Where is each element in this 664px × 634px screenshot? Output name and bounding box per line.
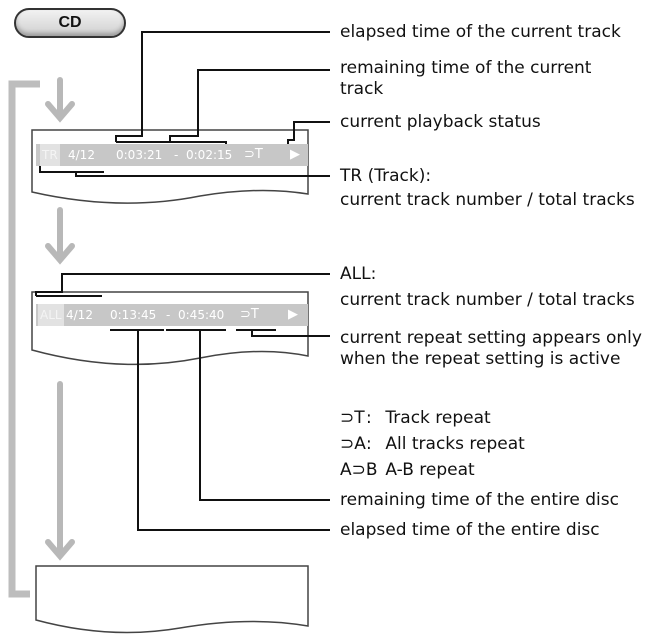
- down-arrow-1: [45, 77, 75, 123]
- mode-tag-tr: TR: [40, 144, 60, 166]
- down-arrow-3: [45, 381, 75, 561]
- down-arrow-2: [45, 207, 75, 265]
- remaining-time-1: 0:02:15: [186, 148, 233, 162]
- leader-playback-status: [287, 121, 330, 146]
- separator-1: -: [174, 148, 179, 162]
- legend-ab-repeat: A⊃B: A-B repeat: [340, 460, 475, 480]
- leader-all: [35, 273, 330, 296]
- leader-remaining-track: [169, 69, 330, 142]
- label-playback-status: current playback status: [340, 112, 541, 132]
- elapsed-time-1: 0:03:21: [116, 148, 163, 162]
- label-elapsed-disc: elapsed time of the entire disc: [340, 520, 600, 540]
- label-repeat-desc: current repeat setting appears only when…: [340, 328, 642, 369]
- label-remaining-track: remaining time of the current track: [340, 58, 592, 99]
- label-elapsed-track: elapsed time of the current track: [340, 22, 621, 42]
- play-icon-1: ▶: [290, 147, 300, 162]
- legend-track-repeat: ⊃T: Track repeat: [340, 408, 491, 428]
- play-icon-2: ▶: [288, 307, 298, 322]
- repeat-ab-icon: A⊃B: [340, 460, 378, 480]
- repeat-track-icon: ⊃T: [340, 408, 365, 428]
- label-tr-title: TR (Track):: [340, 166, 432, 186]
- leader-elapsed-disc: [110, 329, 330, 531]
- label-all-title: ALL:: [340, 264, 377, 284]
- separator-2: -: [166, 308, 171, 322]
- track-count-2: 4/12: [66, 308, 93, 322]
- leader-remaining-disc: [166, 329, 330, 501]
- legend-all-repeat: ⊃A: All tracks repeat: [340, 434, 525, 454]
- screen-1-frame: [31, 129, 309, 204]
- flow-line: [8, 80, 40, 598]
- track-count-1: 4/12: [68, 148, 95, 162]
- leader-elapsed-track: [115, 31, 330, 142]
- leader-repeat: [251, 330, 330, 337]
- label-all-desc: current track number / total tracks: [340, 290, 635, 310]
- cd-button[interactable]: CD: [14, 8, 126, 38]
- repeat-all-icon: ⊃A: [340, 434, 366, 454]
- display-bar-2: ALL 4/12 0:13:45 - 0:45:40 ⊃T ▶: [36, 304, 308, 326]
- label-remaining-disc: remaining time of the entire disc: [340, 490, 619, 510]
- remaining-time-2: 0:45:40: [178, 308, 225, 322]
- mode-tag-all: ALL: [38, 304, 64, 326]
- screen-2-frame: [31, 291, 309, 366]
- repeat-icon-1: ⊃T: [244, 147, 263, 162]
- display-bar-1: TR 4/12 0:03:21 - 0:02:15 ⊃T ▶: [36, 144, 308, 166]
- screen-3-frame: [35, 565, 309, 634]
- repeat-icon-2: ⊃T: [240, 307, 259, 322]
- elapsed-time-2: 0:13:45: [110, 308, 157, 322]
- label-tr-desc: current track number / total tracks: [340, 190, 635, 210]
